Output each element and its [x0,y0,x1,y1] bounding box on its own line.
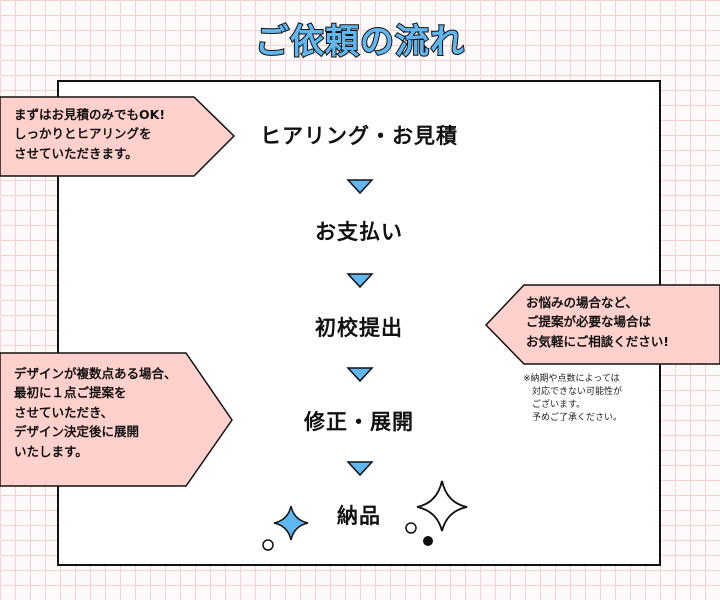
step-first-proof: 初校提出 [315,316,403,340]
down-arrow-icon [346,272,374,289]
step-payment: お支払い [315,220,403,244]
small-circle-icon [262,539,274,551]
down-arrow-icon [346,366,374,383]
callout-estimate: まずはお見積のみでもOK! しっかりとヒアリングを させていただきます。 [0,96,240,178]
callout-consult: お悩みの場合など、 ご提案が必要な場合は お気軽にご相談ください! [484,284,720,366]
small-circle-icon [405,522,417,534]
down-arrow-icon [346,460,374,477]
callout-design: デザインが複数点ある場合、 最初に１点ご提案を させていただき、 デザイン決定後… [0,352,236,488]
step-hearing-estimate: ヒアリング・お見積 [260,124,458,148]
delivery-note: ※納期や点数によっては 対応できない可能性が ございます。 予めご了承ください。 [523,374,623,424]
step-revision-expansion: 修正・展開 [304,410,414,434]
small-dot-icon [423,536,433,546]
white-sparkle-icon [416,480,468,532]
page-title: ご依頼の流れ [254,21,465,63]
callout-estimate-text: まずはお見積のみでもOK! しっかりとヒアリングを させていただきます。 [14,107,166,161]
callout-design-text: デザインが複数点ある場合、 最初に１点ご提案を させていただき、 デザイン決定後… [14,366,177,459]
step-delivery: 納品 [337,504,381,528]
blue-sparkle-icon [273,505,309,541]
down-arrow-icon [346,178,374,195]
callout-consult-text: お悩みの場合など、 ご提案が必要な場合は お気軽にご相談ください! [526,295,669,349]
